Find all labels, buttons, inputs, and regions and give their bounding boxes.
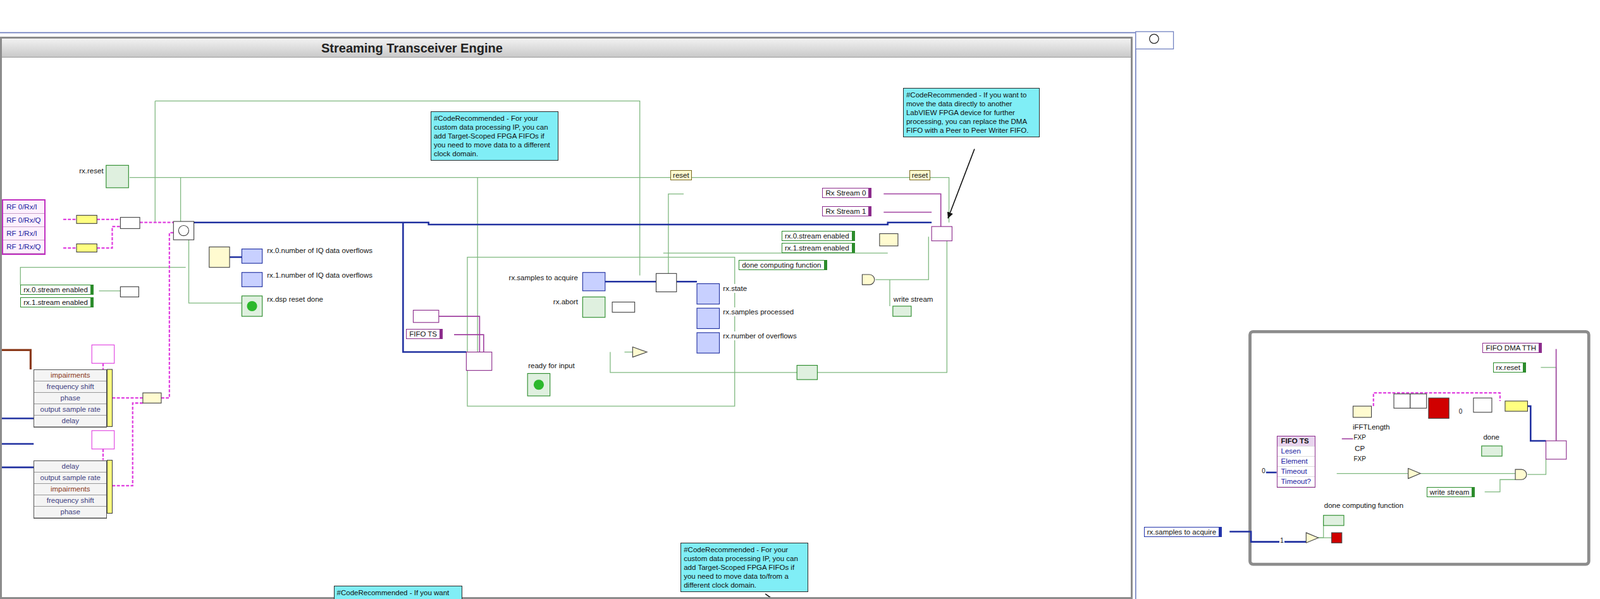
terminal-label: 1 — [1279, 536, 1285, 545]
frame-title: Streaming Transceiver Engine — [1, 38, 1131, 58]
node-text: reset — [911, 170, 929, 180]
node-text: Timeout? — [1277, 476, 1316, 487]
node-text: frequency shift — [34, 381, 107, 393]
terminal-label: ready for input — [527, 361, 576, 370]
local-variable: write stream — [1426, 486, 1476, 498]
fifo-method-node: FIFO TSLesenElementTimeoutTimeout? — [1276, 435, 1317, 488]
terminal-label: rx.samples processed — [722, 307, 795, 317]
tag-constant: reset — [670, 170, 692, 181]
node-text: FIFO TS — [409, 329, 437, 339]
node-text: output sample rate — [34, 472, 107, 484]
terminal-label: rx.1.number of IQ data overflows — [266, 270, 374, 280]
terminal-label: FXP — [1353, 455, 1367, 463]
terminal-label: rx.abort — [552, 297, 579, 307]
node-text: RF 1/Rx/I — [3, 227, 44, 241]
unbundle-node: impairmentsfrequency shiftphaseoutput sa… — [33, 369, 107, 428]
terminal-label: FXP — [1353, 433, 1367, 442]
unbundle-node: delayoutput sample rateimpairmentsfreque… — [33, 460, 107, 519]
node-text: done computing function — [741, 260, 821, 270]
tag-constant: reset — [909, 170, 931, 181]
node-text: rx.0.stream enabled — [23, 285, 88, 295]
comment-note: #CodeRecommended - For your custom data … — [430, 111, 559, 161]
subvi-frame: Streaming Transceiver Engine #CodeRecomme… — [0, 36, 1133, 599]
node-text: reset — [672, 170, 690, 180]
node-text: Lesen — [1277, 446, 1316, 457]
node-text: rx.0.stream enabled — [784, 231, 850, 241]
node-text: write stream — [1429, 487, 1470, 497]
node-text: FIFO TS — [1277, 436, 1316, 447]
node-text: Rx Stream 1 — [825, 206, 866, 216]
node-text: frequency shift — [34, 495, 107, 507]
terminal-label: iFFTLength — [1352, 422, 1391, 432]
node-text: phase — [34, 506, 107, 518]
comment-note: #CodeRecommended - If you want to move t… — [903, 87, 1040, 138]
node-text: Timeout — [1277, 466, 1316, 477]
terminal-label: done — [1482, 432, 1501, 442]
fifo-reference: FIFO TS — [406, 328, 443, 339]
node-text: #CodeRecommended - For your custom data … — [683, 545, 806, 590]
fifo-reference: Rx Stream 1 — [822, 206, 872, 217]
terminal-label: rx.reset — [78, 166, 104, 176]
node-text: RF 0/Rx/Q — [3, 213, 44, 228]
node-text: #CodeRecommended - For your custom data … — [433, 113, 556, 159]
fifo-reference: Rx Stream 0 — [822, 187, 872, 198]
node-text: FIFO DMA TTH — [1485, 343, 1537, 353]
local-variable: rx.1.stream enabled — [781, 242, 856, 253]
terminal-label: 0 — [1261, 467, 1267, 475]
node-text: rx.1.stream enabled — [784, 243, 850, 253]
terminal-label: 0 — [1458, 407, 1464, 416]
node-text: rx.samples to acquire — [1147, 527, 1217, 537]
node-text: RF 1/Rx/Q — [3, 240, 44, 254]
terminal-label: rx.number of overflows — [722, 331, 797, 341]
local-variable: rx.samples to acquire — [1144, 526, 1222, 537]
local-variable: done computing function — [738, 259, 827, 271]
local-variable: rx.0.stream enabled — [781, 230, 856, 241]
terminal-label: done computing function — [1323, 500, 1404, 510]
terminal-label: CP — [1353, 443, 1366, 453]
terminal-label: write stream — [892, 294, 935, 304]
local-variable: rx.reset — [1493, 362, 1527, 373]
node-text: impairments — [34, 483, 107, 496]
node-text: Rx Stream 0 — [825, 188, 866, 198]
terminal-label: rx.0.number of IQ data overflows — [266, 246, 374, 255]
local-variable: rx.0.stream enabled — [20, 284, 94, 295]
node-text: delay — [34, 461, 107, 473]
node-text: rx.reset — [1496, 363, 1521, 372]
node-text: phase — [34, 392, 107, 405]
terminal-label: rx.samples to acquire — [508, 273, 579, 283]
node-text: delay — [34, 415, 107, 427]
node-text: RF 0/Rx/I — [3, 200, 44, 214]
comment-note: #CodeRecommended - For your custom data … — [680, 542, 809, 592]
node-text: Element — [1277, 456, 1316, 467]
io-terminal: RF 0/Rx/IRF 0/Rx/QRF 1/Rx/IRF 1/Rx/Q — [1, 199, 45, 255]
node-text: #CodeRecommended - If you want — [337, 588, 460, 597]
fifo-reference: FIFO DMA TTH — [1482, 342, 1542, 353]
node-text: output sample rate — [34, 404, 107, 416]
node-text: #CodeRecommended - If you want to move t… — [906, 90, 1037, 135]
node-text: impairments — [34, 369, 107, 382]
node-text: rx.1.stream enabled — [23, 297, 88, 307]
terminal-label: rx.dsp reset done — [266, 294, 324, 304]
comment-note: #CodeRecommended - If you want — [333, 585, 463, 599]
terminal-label: rx.state — [722, 283, 748, 293]
local-variable: rx.1.stream enabled — [20, 297, 94, 308]
